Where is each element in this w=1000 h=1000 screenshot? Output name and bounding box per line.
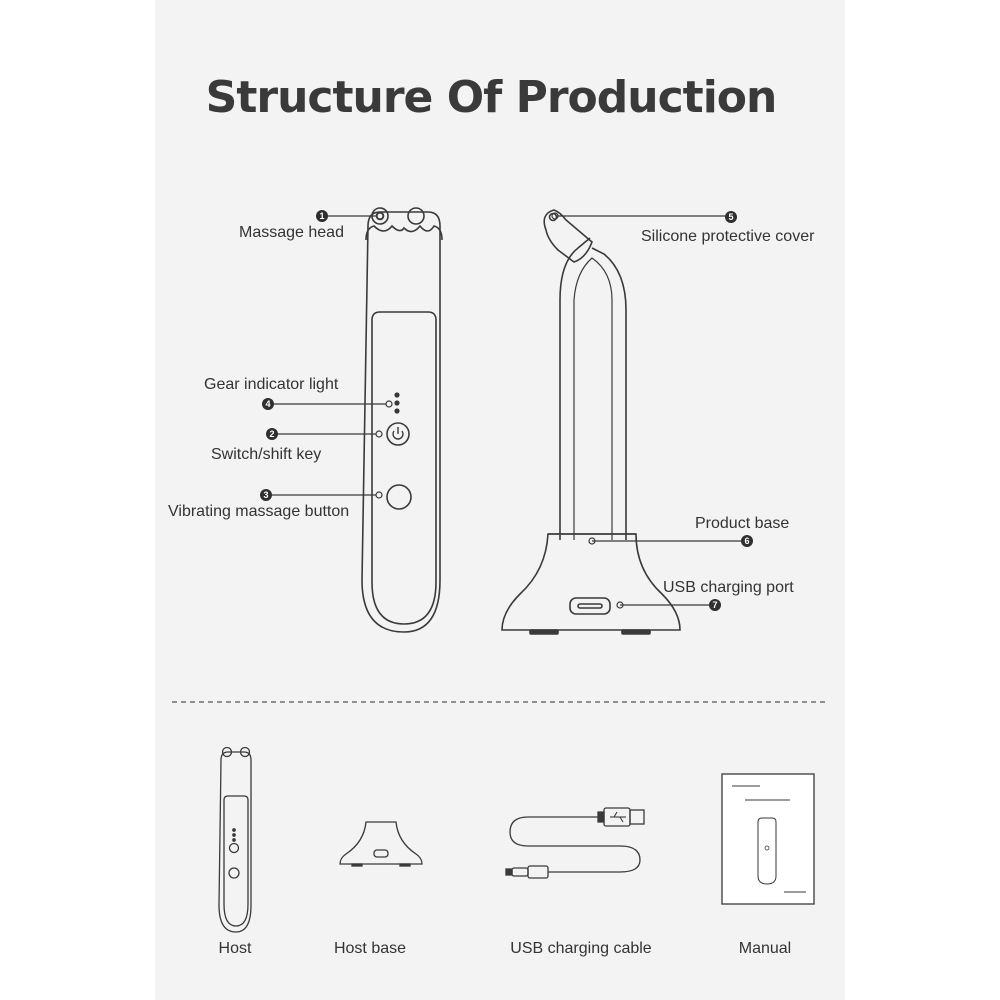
switch-shift-key: [386, 422, 410, 446]
product-base: [501, 533, 681, 631]
label-vibrating-massage-button: Vibrating massage button: [168, 503, 350, 520]
power-icon: [392, 427, 404, 440]
host-side-view: [501, 209, 681, 635]
usb-port: [569, 597, 611, 615]
page-title: Structure Of Production: [205, 72, 778, 123]
number-markers: 1 2 3 4 5 6 7: [260, 210, 753, 611]
marker-4: 4: [265, 399, 270, 409]
label-usb-charging-port: USB charging port: [663, 579, 794, 596]
host-front-view: [361, 207, 443, 633]
label-massage-head: Massage head: [239, 224, 344, 241]
package-host-image: [218, 746, 252, 933]
indicator-dot-1: [394, 392, 400, 398]
caption-manual: Manual: [738, 940, 792, 957]
label-gear-indicator-light: Gear indicator light: [204, 376, 339, 393]
package-base-image: [339, 821, 423, 867]
caption-host: Host: [218, 940, 252, 957]
caption-host-base: Host base: [333, 940, 407, 957]
label-product-base: Product base: [695, 515, 790, 532]
indicator-dot-3: [394, 408, 400, 414]
vibrating-massage-button: [386, 484, 412, 510]
massage-ball-right: [407, 207, 425, 225]
package-manual-image: [721, 773, 815, 905]
marker-5: 5: [728, 212, 733, 222]
usb-icon: [610, 811, 626, 823]
indicator-dot-2: [394, 400, 400, 406]
package-cable-image: [505, 807, 645, 879]
marker-7: 7: [712, 600, 717, 610]
marker-3: 3: [263, 490, 268, 500]
caption-usb-charging-cable: USB charging cable: [510, 940, 652, 957]
marker-2: 2: [269, 429, 274, 439]
label-switch-shift-key: Switch/shift key: [211, 446, 322, 463]
silicone-cover: [543, 209, 593, 263]
marker-1: 1: [319, 211, 324, 221]
label-silicone-protective-cover: Silicone protective cover: [641, 228, 815, 245]
marker-6: 6: [744, 536, 749, 546]
